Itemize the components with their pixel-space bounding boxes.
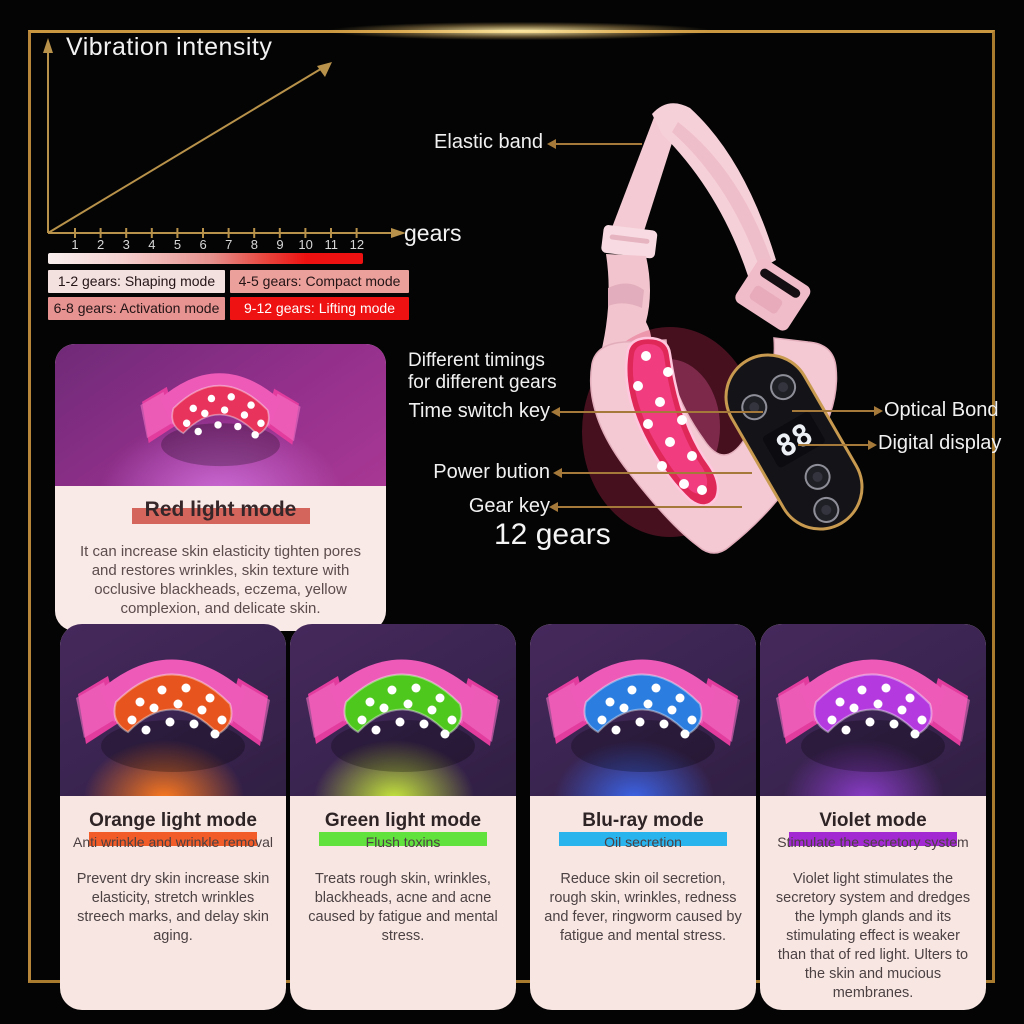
mode-card-description: Treats rough skin, wrinkles, blackheads,… <box>308 871 498 944</box>
mode-card-title: Orange light mode <box>89 810 257 831</box>
red-light-mode-card: Red light mode It can increase skin elas… <box>55 344 386 631</box>
x-tick: 11 <box>324 237 339 252</box>
digital-display-label: Digital display <box>878 432 1002 454</box>
digital-display-screen <box>762 412 825 468</box>
x-tick: 6 <box>199 237 207 252</box>
time-switch-key-label: Time switch key <box>408 400 550 422</box>
title-highlight <box>789 832 957 846</box>
legend-activation-mode: 6-8 gears: Activation mode <box>48 297 225 320</box>
title-highlight <box>559 832 727 846</box>
legend-shaping-mode: 1-2 gears: Shaping mode <box>48 270 225 293</box>
x-tick: 2 <box>97 237 105 252</box>
legend-compact-mode: 4-5 gears: Compact mode <box>230 270 409 293</box>
mode-card-subtitle: Flush toxins <box>365 834 441 850</box>
violet-mode-card: Violet mode Stimulate the secretory syst… <box>760 624 986 1010</box>
twelve-gears-caption: 12 gears <box>494 518 611 551</box>
gear-mode-legend: 1-2 gears: Shaping mode 4-5 gears: Compa… <box>48 270 409 320</box>
time-switch-key-arrow <box>551 407 763 417</box>
timings-line2: for different gears <box>408 372 557 393</box>
red-card-description: It can increase skin elasticity tighten … <box>80 543 361 617</box>
x-tick: 8 <box>250 237 258 252</box>
red-card-title: Red light mode <box>144 498 297 521</box>
frame-glow <box>330 22 710 40</box>
device-photo-orange-light <box>60 624 286 796</box>
green-light-mode-card: Green light mode Flush toxins Treats rou… <box>290 624 516 1010</box>
product-photo: 88 <box>540 92 1010 567</box>
gear-key-label: Gear key <box>468 495 550 517</box>
timings-line1: Different timings <box>408 350 545 371</box>
x-tick: 3 <box>122 237 130 252</box>
mode-card-title: Violet mode <box>819 810 927 831</box>
power-button-label: Power bution <box>433 461 550 483</box>
mode-card-subtitle: Anti wrinkle and wrinkle removal <box>73 834 273 850</box>
title-highlight <box>319 832 487 846</box>
gear-key-arrow <box>549 502 742 512</box>
timings-note: Different timings for different gears <box>408 350 557 394</box>
x-tick: 12 <box>349 237 365 252</box>
optical-bond-arrow <box>792 406 883 416</box>
x-tick: 4 <box>148 237 156 252</box>
elastic-band-arrow <box>547 139 642 149</box>
mode-card-description: Violet light stimulates the secretory sy… <box>775 871 971 1001</box>
optical-bond-label: Optical Bond <box>884 399 999 421</box>
x-tick: 5 <box>173 237 182 252</box>
mode-card-subtitle: Stimulate the secretory system <box>777 834 969 850</box>
mode-card-title: Green light mode <box>324 810 482 831</box>
device-photo-violet-light <box>760 624 986 796</box>
x-axis-ticks: 1 2 3 4 5 6 7 8 9 10 11 12 <box>66 237 366 252</box>
device-photo-green-light <box>290 624 516 796</box>
power-button-arrow <box>553 468 752 478</box>
x-tick: 1 <box>71 237 79 252</box>
x-tick: 9 <box>276 237 284 252</box>
chart-title: Vibration intensity <box>66 33 273 61</box>
digital-display-arrow <box>798 440 877 450</box>
device-photo-red-light <box>55 344 386 486</box>
timer-buttons <box>741 374 797 421</box>
elastic-band-label: Elastic band <box>434 131 543 153</box>
mode-card-description: Prevent dry skin increase skin elasticit… <box>76 871 270 944</box>
v-face-device-illustration: 88 <box>582 103 864 554</box>
mode-card-description: Reduce skin oil secretion, rough skin, w… <box>544 871 742 944</box>
mode-card-title: Blu-ray mode <box>582 810 704 831</box>
x-tick: 10 <box>298 237 313 252</box>
gear-intensity-gradient-bar <box>48 253 363 264</box>
control-panel: 88 <box>724 353 864 531</box>
title-highlight <box>131 508 310 524</box>
title-highlight <box>89 832 257 846</box>
device-photo-blue-light <box>530 624 756 796</box>
mode-card-subtitle: Oil secretion <box>604 834 682 850</box>
x-tick: 7 <box>225 237 233 252</box>
blu-ray-mode-card: Blu-ray mode Oil secretion Reduce skin o… <box>530 624 756 1010</box>
legend-lifting-mode: 9-12 gears: Lifting mode <box>230 297 409 320</box>
vibration-intensity-chart <box>43 38 406 238</box>
orange-light-mode-card: Orange light mode Anti wrinkle and wrink… <box>60 624 286 1010</box>
x-axis-label: gears <box>404 220 462 246</box>
